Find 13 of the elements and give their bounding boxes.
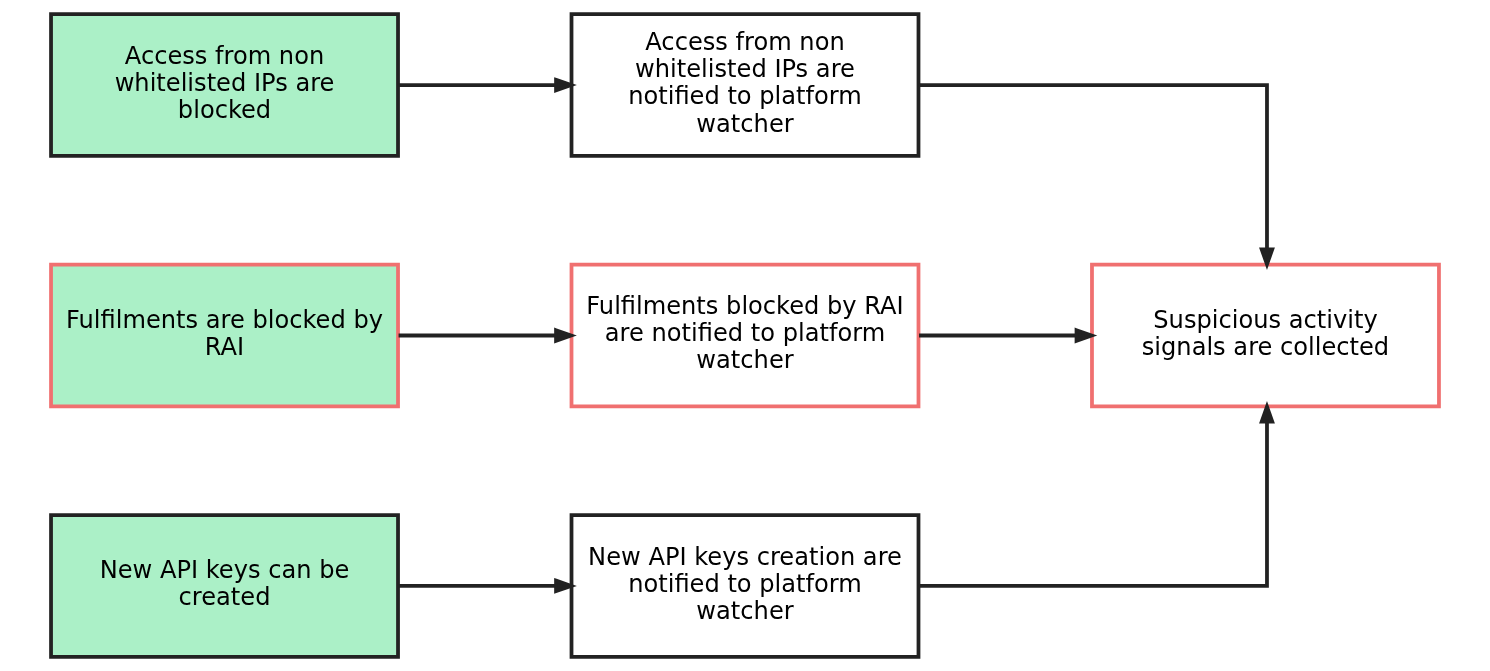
arrow (918, 83, 1275, 271)
arrow (398, 327, 577, 344)
node-box: Fulfilments are blocked by RAI (49, 262, 400, 409)
node-box: Access from non whitelisted IPs are notified to platform watcher (569, 12, 921, 158)
node-box: Suspicious activity signals are collected (1090, 262, 1441, 409)
arrow (398, 77, 577, 93)
arrow (918, 400, 1275, 588)
node-box: Fulfilments blocked by RAI are notified to platform watcher (569, 262, 921, 409)
node-box: New API keys creation are notified to platform watcher (569, 513, 921, 659)
node-box: Access from non whitelisted IPs are blocked (49, 12, 400, 158)
node-box: New API keys can be created (49, 513, 400, 659)
arrow (919, 327, 1098, 344)
arrow (398, 578, 577, 594)
